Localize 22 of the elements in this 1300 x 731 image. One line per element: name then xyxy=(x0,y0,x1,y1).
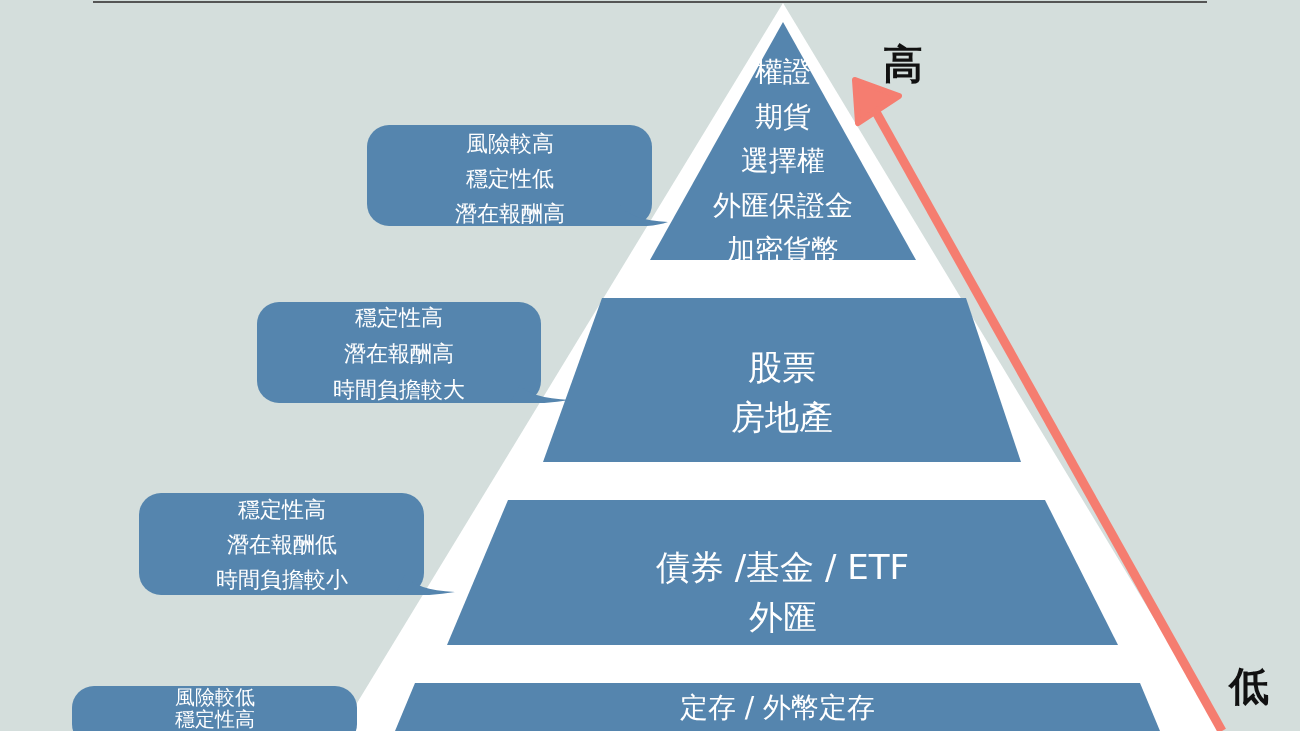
callout-text: 穩定性高 xyxy=(237,496,326,524)
callout-text: 風險較高 xyxy=(465,130,554,158)
tier-label: 外匯保證金 xyxy=(713,187,853,224)
tier-label: 外匯 xyxy=(748,596,817,639)
callout-text: 時間負擔較大 xyxy=(333,376,465,404)
tier-label: 權證 xyxy=(755,54,811,90)
callout-text: 潛在報酬高 xyxy=(344,340,454,368)
callout-text: 風險較低 xyxy=(174,686,255,708)
callout-text: 潛在報酬低 xyxy=(226,531,337,559)
scale-label: 低 xyxy=(1229,664,1269,708)
scale-label: 高 xyxy=(883,42,923,86)
callout-text: 穩定性高 xyxy=(355,304,443,332)
callout-text: 潛在報酬高 xyxy=(454,200,565,228)
tier-label: 股票 xyxy=(748,346,816,389)
tier-label: 債券 /基金 / ETF xyxy=(655,546,910,589)
tier-label: 房地產 xyxy=(731,396,833,439)
callout-text: 時間負擔較小 xyxy=(215,566,348,594)
tier-label: 定存 / 外幣定存 xyxy=(679,690,876,726)
callout-text: 穩定性高 xyxy=(174,708,255,730)
tier-label: 期貨 xyxy=(755,98,811,135)
tier-label: 選擇權 xyxy=(741,143,825,179)
callout-text: 穩定性低 xyxy=(465,165,554,193)
